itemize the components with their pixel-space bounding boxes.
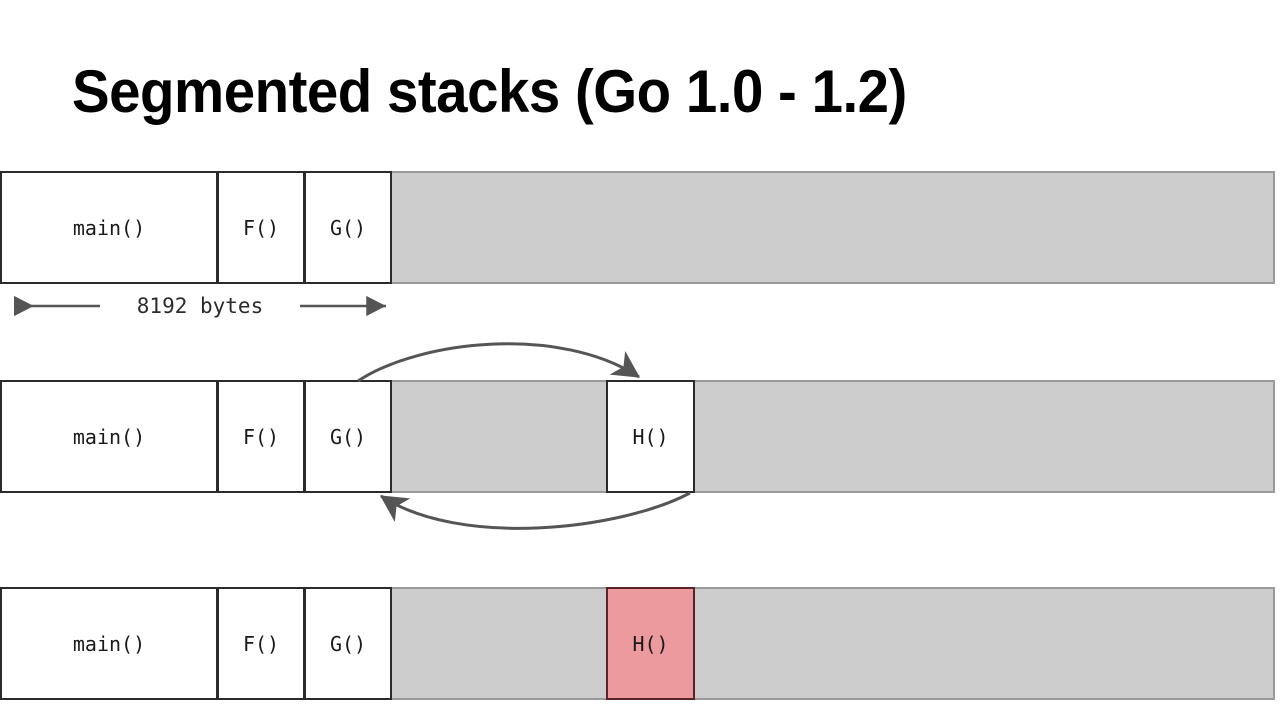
stack-frame-main: main() bbox=[0, 171, 218, 284]
stack-frame-label: F() bbox=[242, 631, 280, 656]
stack-frame-label: F() bbox=[242, 424, 280, 449]
stack-frame-g: G() bbox=[304, 380, 392, 493]
stack-frame-label: main() bbox=[72, 631, 146, 656]
stack-frame-main: main() bbox=[0, 587, 218, 700]
stack-frame-label: H() bbox=[632, 424, 669, 449]
measure-arrows bbox=[13, 295, 386, 317]
stack-frame-label: G() bbox=[329, 215, 367, 240]
stack-frame-h-highlighted: H() bbox=[606, 587, 695, 700]
stack-frame-label: F() bbox=[242, 215, 280, 240]
page-title: Segmented stacks (Go 1.0 - 1.2) bbox=[72, 58, 907, 125]
arrow-call-into-segment-icon bbox=[357, 342, 641, 383]
stack-size-measure: 8192 bytes bbox=[8, 288, 392, 324]
stack-frame-label: H() bbox=[632, 631, 669, 656]
stack-frame-g: G() bbox=[304, 171, 392, 284]
stack-frame-f: F() bbox=[217, 171, 305, 284]
stack-frame-main: main() bbox=[0, 380, 218, 493]
stack-frame-f: F() bbox=[217, 380, 305, 493]
stack-frame-g: G() bbox=[304, 587, 392, 700]
stack-frame-h: H() bbox=[606, 380, 695, 493]
stack-frame-label: G() bbox=[329, 424, 367, 449]
stack-frame-label: main() bbox=[72, 215, 146, 240]
stack-frame-f: F() bbox=[217, 587, 305, 700]
stack-size-label: 8192 bytes bbox=[136, 294, 264, 318]
arrow-return-from-segment-icon bbox=[379, 491, 691, 530]
stack-frame-label: G() bbox=[329, 631, 367, 656]
stack-frame-label: main() bbox=[72, 424, 146, 449]
